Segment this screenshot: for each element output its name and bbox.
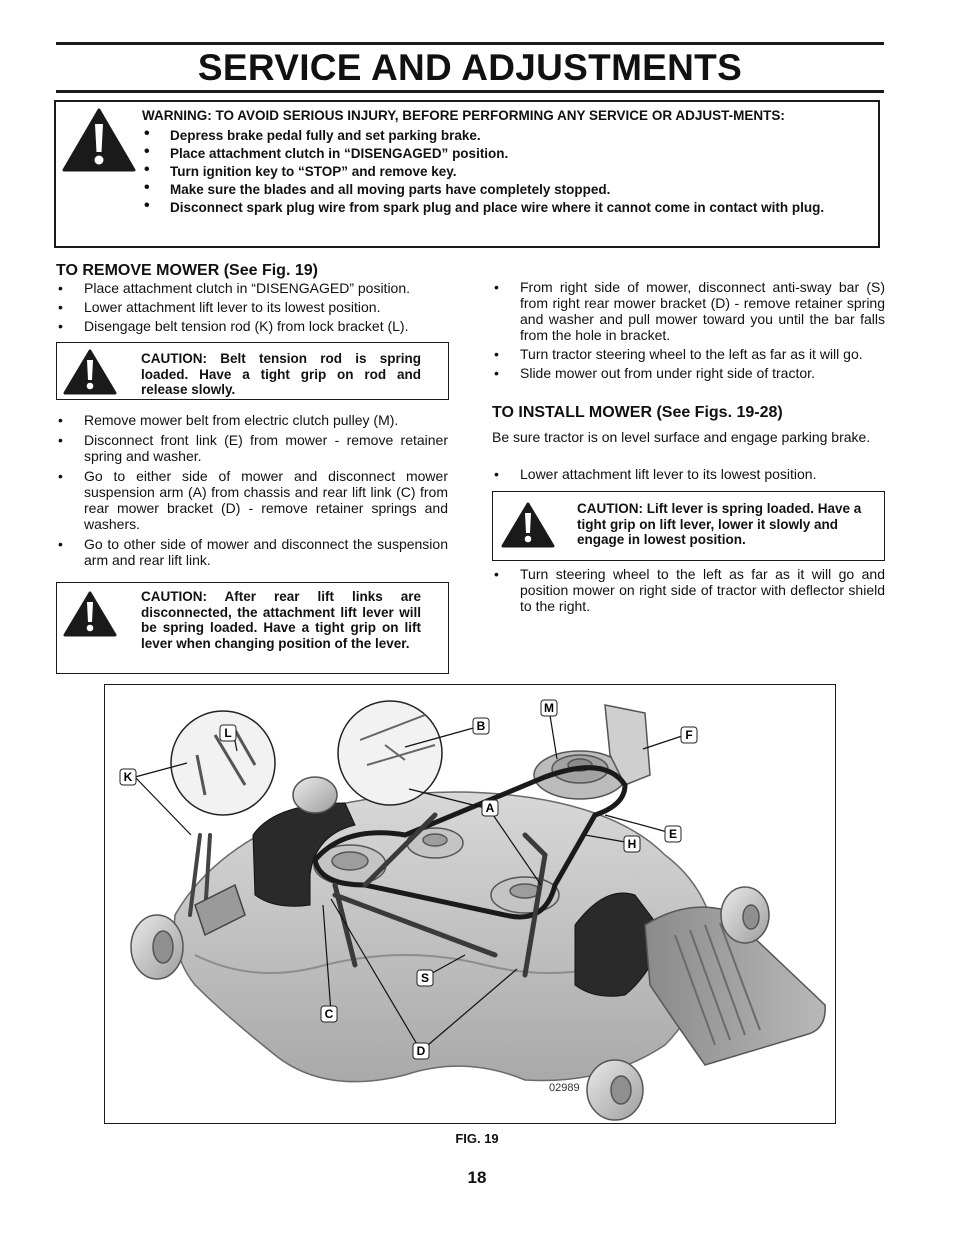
caution-text: CAUTION: Lift lever is spring loaded. Ha… (577, 501, 862, 547)
callout-B: B (472, 717, 490, 735)
svg-text:S: S (421, 971, 429, 985)
list-item: Turn tractor steering wheel to the left … (492, 346, 885, 362)
lift-arm-a (362, 812, 438, 888)
caution-box-lift-links: CAUTION: After rear lift links are disco… (56, 582, 449, 674)
figure-caption: FIG. 19 (455, 1131, 499, 1146)
callout-C: C (320, 1005, 338, 1023)
list-item: Turn steering wheel to the left as far a… (492, 566, 885, 614)
figure-19: L K B M F A E H (104, 684, 836, 1124)
list-item: Slide mower out from under right side of… (492, 365, 885, 381)
install-steps-b: Turn steering wheel to the left as far a… (492, 566, 885, 617)
remove-steps-c: From right side of mower, disconnect ant… (492, 279, 885, 384)
header-bottom-rule (56, 90, 884, 93)
install-steps-a: Lower attachment lift lever to its lowes… (492, 466, 885, 485)
remove-steps-b: Remove mower belt from electric clutch p… (56, 412, 448, 571)
warning-item: Turn ignition key to “STOP” and remove k… (142, 162, 850, 180)
caution-icon (501, 502, 555, 548)
warning-heading: WARNING: TO AVOID SERIOUS INJURY, BEFORE… (142, 108, 785, 123)
svg-text:D: D (417, 1044, 426, 1058)
warning-icon (62, 108, 136, 172)
callout-K: K (119, 768, 137, 786)
caution-icon (63, 349, 117, 395)
callout-F: F (680, 726, 698, 744)
pulley-right (490, 876, 560, 914)
caution-text: CAUTION: After rear lift links are disco… (141, 589, 421, 651)
caution-text: CAUTION: Belt tension rod is spring load… (141, 351, 421, 397)
callout-E: E (664, 825, 682, 843)
pulley-center (406, 827, 464, 859)
svg-text:C: C (325, 1007, 334, 1021)
lift-arm-right (522, 832, 548, 978)
detail-circle-b (337, 700, 443, 806)
list-item: Lower attachment lift lever to its lowes… (492, 466, 885, 482)
install-heading: TO INSTALL MOWER (See Figs. 19-28) (492, 404, 783, 421)
discharge-chute (644, 906, 826, 1066)
page-number: 18 (467, 1168, 487, 1187)
wheel-front-left (130, 914, 184, 980)
callout-H: H (623, 835, 641, 853)
caution-box-belt: CAUTION: Belt tension rod is spring load… (56, 342, 449, 400)
callout-M: M (540, 699, 558, 717)
list-item: Go to either side of mower and disconnec… (56, 468, 448, 532)
caution-icon (63, 591, 117, 637)
svg-text:B: B (477, 719, 486, 733)
image-code: 02989 (549, 1082, 580, 1094)
page-title: SERVICE AND ADJUSTMENTS (197, 47, 743, 88)
svg-text:K: K (124, 770, 133, 784)
wheel-rear-right (720, 886, 770, 944)
callout-S: S (416, 969, 434, 987)
svg-text:E: E (669, 827, 677, 841)
detail-circle-lock-bracket (170, 710, 276, 816)
svg-text:M: M (544, 701, 554, 715)
anti-sway-bar (332, 892, 498, 958)
svg-text:H: H (628, 837, 637, 851)
callout-A: A (481, 799, 499, 817)
remove-steps-a: Place attachment clutch in “DISENGAGED” … (56, 280, 448, 337)
list-item: Disengage belt tension rod (K) from lock… (56, 318, 448, 334)
header-top-rule (56, 42, 884, 45)
bracket (604, 704, 651, 786)
wheel-front-right (586, 1059, 644, 1121)
caution-box-lift-lever: CAUTION: Lift lever is spring loaded. Ha… (492, 491, 885, 561)
svg-text:A: A (486, 801, 495, 815)
svg-text:L: L (224, 726, 231, 740)
tension-rod (188, 833, 202, 917)
list-item: Place attachment clutch in “DISENGAGED” … (56, 280, 448, 296)
warning-text: WARNING: TO AVOID SERIOUS INJURY, BEFORE… (142, 108, 850, 218)
warning-item: Disconnect spark plug wire from spark pl… (142, 198, 850, 216)
callout-D: D (412, 1042, 430, 1060)
list-item: From right side of mower, disconnect ant… (492, 279, 885, 343)
warning-list: Depress brake pedal fully and set parkin… (142, 126, 850, 216)
install-intro: Be sure tractor is on level surface and … (492, 429, 871, 445)
mower-illustration: L K B M F A E H (119, 695, 829, 1121)
list-item: Disconnect front link (E) from mower - r… (56, 432, 448, 464)
rear-lift-link (332, 882, 358, 968)
list-item: Lower attachment lift lever to its lowes… (56, 299, 448, 315)
list-item: Go to other side of mower and disconnect… (56, 536, 448, 568)
warning-item: Make sure the blades and all moving part… (142, 180, 850, 198)
warning-item: Depress brake pedal fully and set parkin… (142, 126, 850, 144)
list-item: Remove mower belt from electric clutch p… (56, 412, 448, 428)
warning-box: WARNING: TO AVOID SERIOUS INJURY, BEFORE… (54, 100, 880, 248)
remove-heading: TO REMOVE MOWER (See Fig. 19) (56, 262, 318, 279)
wheel-rear-left (292, 776, 338, 814)
warning-item: Place attachment clutch in “DISENGAGED” … (142, 144, 850, 162)
pulley-left (313, 844, 387, 886)
callout-L: L (219, 724, 237, 742)
belt-guard-left (252, 802, 356, 907)
svg-text:F: F (685, 728, 692, 742)
